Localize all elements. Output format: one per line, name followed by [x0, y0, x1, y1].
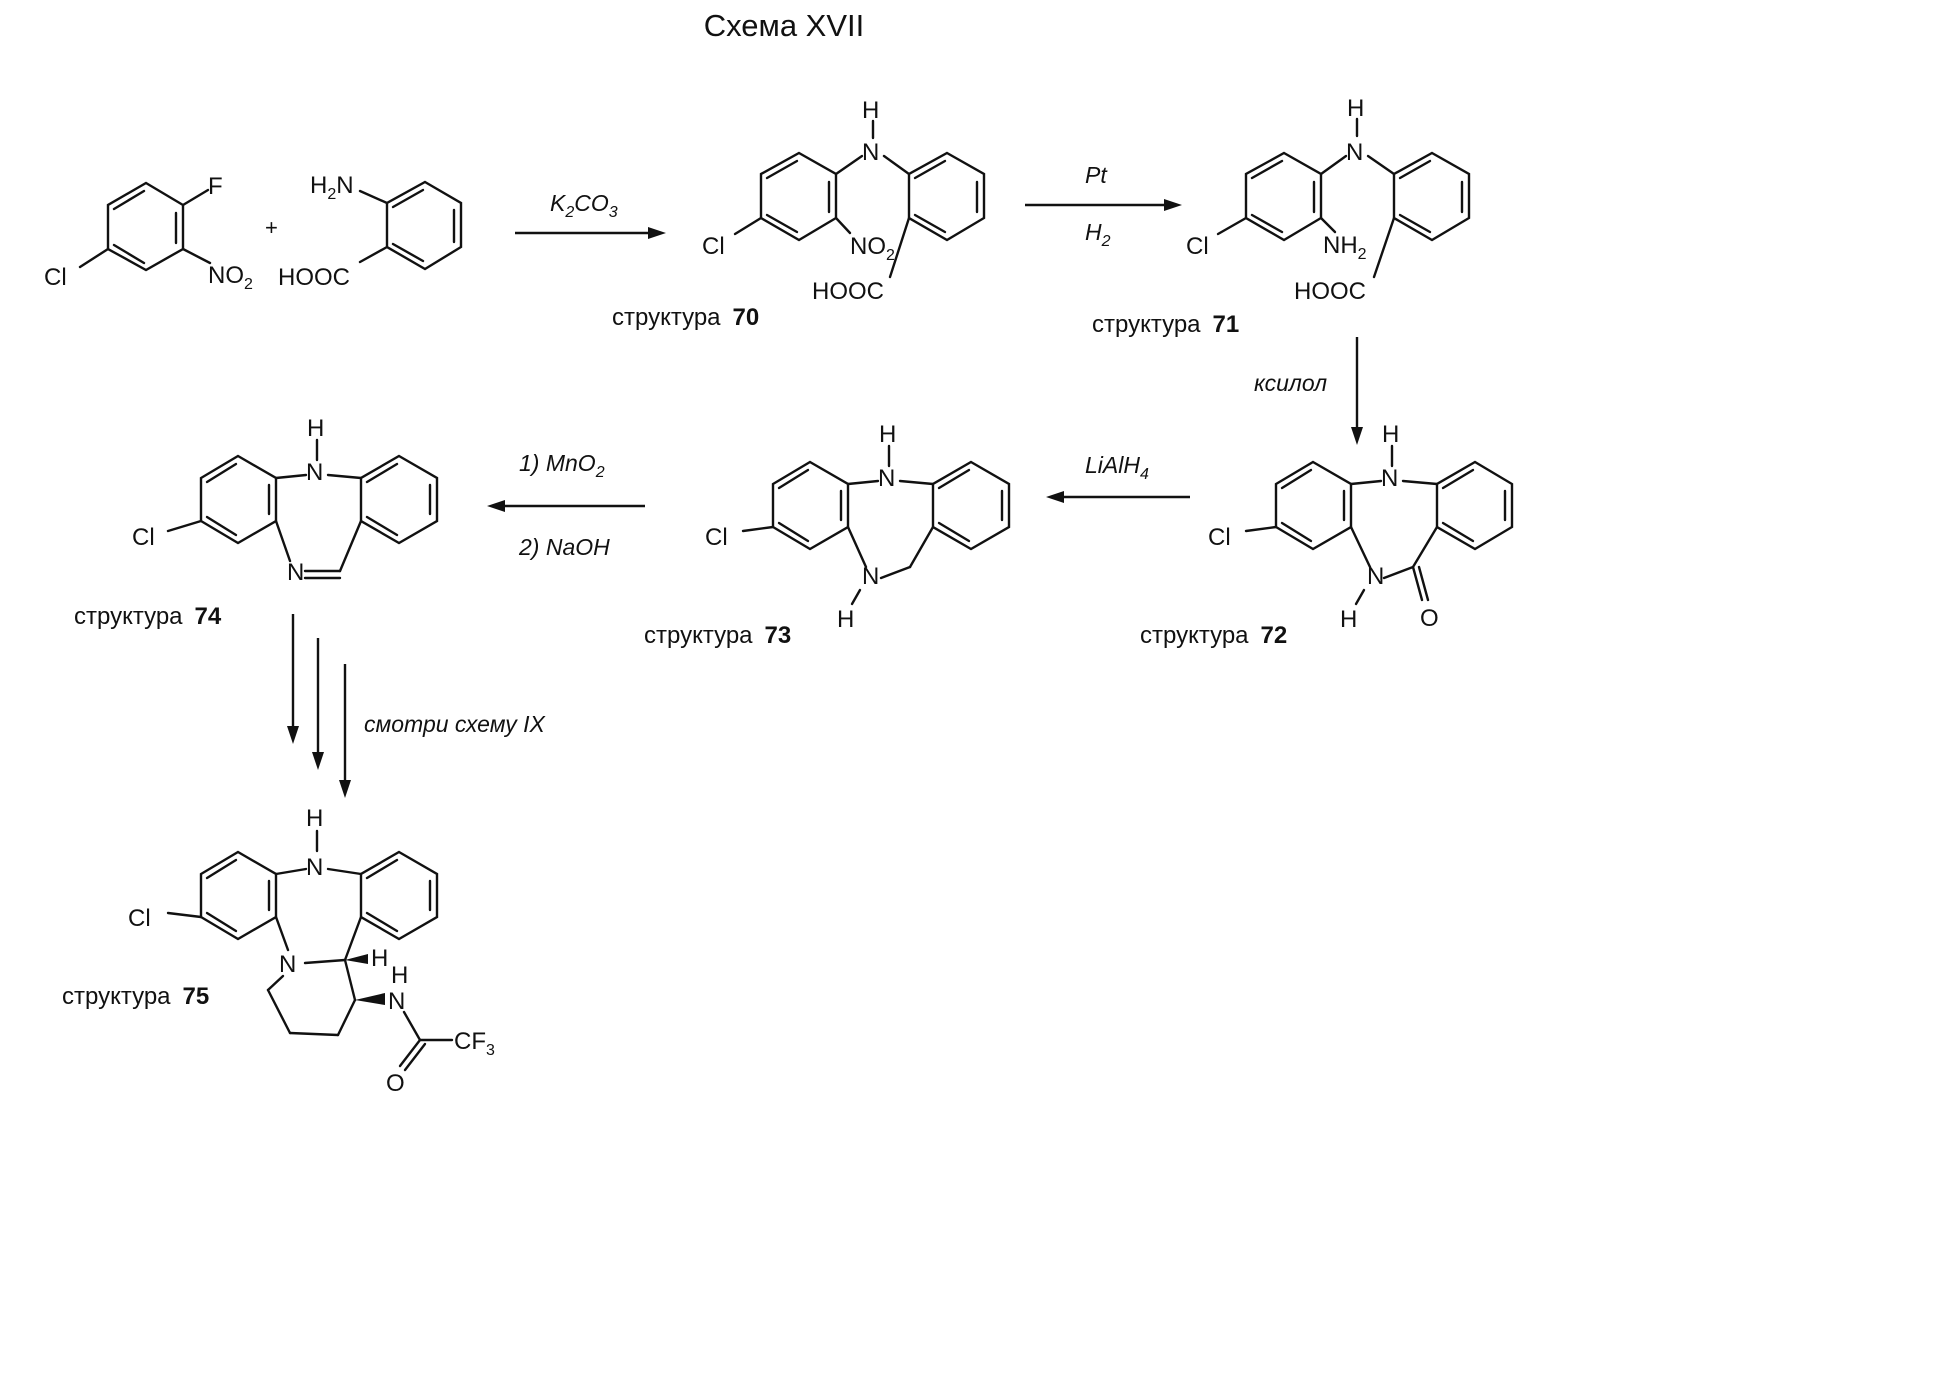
label-word-72: структура — [1140, 622, 1249, 649]
svg-text:HOOC: HOOC — [1294, 278, 1366, 305]
svg-text:структура71: структура 71 — [1092, 311, 1239, 338]
svg-text:NH2: NH2 — [1323, 232, 1367, 263]
cond-k2co3-sub2: 3 — [609, 204, 618, 221]
cond-see-scheme: смотри схему IX — [364, 711, 546, 737]
arrow-multistep: смотри схему IX — [287, 614, 546, 798]
svg-text:Cl: Cl — [705, 524, 728, 551]
label-word-75: структура — [62, 983, 171, 1010]
label-number-70: 70 — [733, 304, 760, 331]
cond-lialh4: LiAlH — [1085, 452, 1140, 478]
svg-text:N: N — [862, 139, 879, 166]
svg-text:H: H — [1382, 421, 1399, 448]
svg-text:HOOC: HOOC — [278, 264, 350, 291]
svg-text:N: N — [306, 854, 323, 881]
cond-h2: H — [1085, 219, 1102, 245]
label-number-74: 74 — [195, 603, 222, 630]
plus-sign: + — [265, 215, 278, 240]
cond-pt: Pt — [1085, 162, 1108, 188]
structure-74: H N N Cl структура 74 — [74, 415, 437, 630]
svg-text:H: H — [371, 945, 388, 972]
svg-text:H: H — [837, 606, 854, 633]
svg-text:Cl: Cl — [1208, 524, 1231, 551]
cond-k2co3-sub1: 2 — [564, 204, 574, 221]
svg-text:CF3: CF3 — [454, 1028, 495, 1059]
svg-text:H: H — [307, 415, 324, 442]
cond-naoh: 2) NaOH — [518, 534, 610, 560]
label-word-73: структура — [644, 622, 753, 649]
arrow-pt-h2: Pt H2 — [1025, 162, 1182, 250]
label-number-72: 72 — [1261, 622, 1288, 649]
svg-text:N: N — [306, 459, 323, 486]
svg-text:H2N: H2N — [310, 172, 354, 203]
svg-text:K2CO3: K2CO3 — [550, 190, 618, 221]
structure-70: H N Cl NO2 HOOC структура 70 — [612, 97, 984, 331]
svg-text:F: F — [208, 173, 223, 200]
structure-73: H N N H Cl структура 73 — [644, 421, 1009, 649]
cond-lialh4-sub: 4 — [1140, 466, 1149, 483]
svg-text:1) MnO2: 1) MnO2 — [519, 450, 605, 481]
svg-text:N: N — [1381, 465, 1398, 492]
svg-text:N: N — [1367, 563, 1384, 590]
svg-text:N: N — [287, 559, 304, 586]
svg-text:Cl: Cl — [44, 264, 67, 291]
svg-text:HOOC: HOOC — [812, 278, 884, 305]
svg-text:Cl: Cl — [1186, 233, 1209, 260]
reactant-chloronitrofluorobenzene: F NO2 Cl — [44, 173, 253, 293]
svg-text:N: N — [878, 465, 895, 492]
svg-text:N: N — [1346, 139, 1363, 166]
svg-text:O: O — [1420, 605, 1439, 632]
svg-text:Cl: Cl — [702, 233, 725, 260]
cond-h2-sub: 2 — [1101, 233, 1111, 250]
svg-text:LiAlH4: LiAlH4 — [1085, 452, 1149, 483]
svg-text:N: N — [279, 951, 296, 978]
svg-text:структура74: структура 74 — [74, 603, 222, 630]
svg-text:H: H — [306, 805, 323, 832]
svg-text:Cl: Cl — [132, 524, 155, 551]
svg-text:N: N — [388, 988, 405, 1015]
label-number-73: 73 — [765, 622, 792, 649]
label-word-70: структура — [612, 304, 721, 331]
svg-text:N: N — [862, 563, 879, 590]
label-number-75: 75 — [183, 983, 210, 1010]
structure-72: H N N O H Cl структура 72 — [1140, 421, 1512, 649]
reactant-anthranilic-acid: H2N HOOC — [278, 172, 461, 291]
arrow-k2co3: K2CO3 — [515, 190, 666, 239]
svg-text:NO2: NO2 — [208, 262, 253, 293]
svg-text:NO2: NO2 — [850, 233, 895, 264]
cond-mno2-sub: 2 — [595, 464, 605, 481]
svg-text:структура72: структура 72 — [1140, 622, 1287, 649]
svg-text:H: H — [1340, 606, 1357, 633]
svg-text:структура73: структура 73 — [644, 622, 791, 649]
label-word-74: структура — [74, 603, 183, 630]
structure-75: H N Cl N H N H O CF3 структура 75 — [62, 805, 495, 1097]
label-word-71: структура — [1092, 311, 1201, 338]
arrow-xylene: ксилол — [1254, 337, 1363, 445]
svg-text:H: H — [391, 962, 408, 989]
structure-71: H N Cl NH2 HOOC структура 71 — [1092, 95, 1469, 338]
svg-text:структура70: структура 70 — [612, 304, 759, 331]
arrow-lialh4: LiAlH4 — [1046, 452, 1190, 503]
svg-text:H: H — [862, 97, 879, 124]
cond-mno2: 1) MnO — [519, 450, 596, 476]
label-number-71: 71 — [1213, 311, 1240, 338]
arrow-mno2-naoh: 1) MnO2 2) NaOH — [487, 450, 645, 560]
svg-text:структура75: структура 75 — [62, 983, 209, 1010]
svg-text:O: O — [386, 1070, 405, 1097]
svg-text:H2: H2 — [1085, 219, 1111, 250]
svg-text:H: H — [879, 421, 896, 448]
cond-k2co3-co: CO — [574, 190, 609, 216]
svg-text:H: H — [1347, 95, 1364, 122]
reaction-scheme: F NO2 Cl + H2N HOOC K2CO3 H N Cl — [0, 0, 1568, 1103]
cond-xylene: ксилол — [1254, 370, 1327, 396]
svg-text:Cl: Cl — [128, 905, 151, 932]
